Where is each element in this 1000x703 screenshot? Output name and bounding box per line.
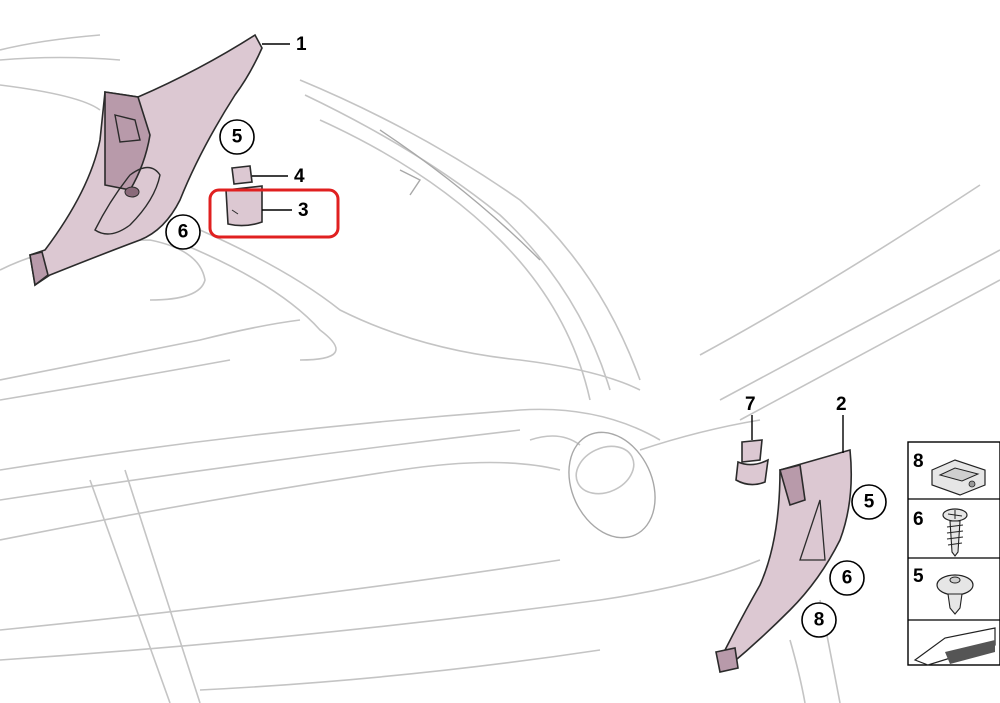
svg-text:6: 6 (842, 568, 853, 589)
part-4-tab (231, 165, 253, 185)
callout-2: 2 (836, 394, 847, 415)
callout-3: 3 (298, 200, 309, 221)
svg-text:6: 6 (178, 222, 189, 243)
legend-label-6: 6 (913, 509, 924, 530)
callout-1: 1 (296, 34, 307, 55)
callout-4: 4 (294, 166, 305, 187)
parts-legend: 8 6 5 (907, 441, 1000, 666)
svg-text:8: 8 (814, 610, 825, 631)
circled-callout-6-left: 6 (165, 214, 201, 250)
expanding-rivet-icon (936, 574, 974, 615)
part-7-clip (735, 439, 769, 486)
svg-text:5: 5 (232, 127, 243, 148)
legend-label-5: 5 (913, 566, 924, 587)
circled-callout-5-right: 5 (851, 484, 887, 520)
direction-arrow-icon (913, 627, 996, 666)
screw-icon (942, 508, 968, 557)
circled-callout-5-left: 5 (219, 119, 255, 155)
b-pillar-trim (715, 448, 853, 673)
part-3-cover (225, 185, 263, 227)
callout-7: 7 (745, 394, 756, 415)
highlight-box (208, 188, 340, 239)
legend-label-8: 8 (913, 451, 924, 472)
a-pillar-trim (29, 33, 263, 287)
circled-callouts: 5 6 5 6 8 (165, 119, 887, 638)
svg-text:5: 5 (864, 492, 875, 513)
callout-labels: 1 4 3 7 2 (294, 34, 847, 415)
leader-lines (252, 43, 844, 453)
clip-icon (931, 459, 986, 496)
circled-callout-8-right: 8 (801, 602, 837, 638)
circled-callout-6-right: 6 (829, 560, 865, 596)
